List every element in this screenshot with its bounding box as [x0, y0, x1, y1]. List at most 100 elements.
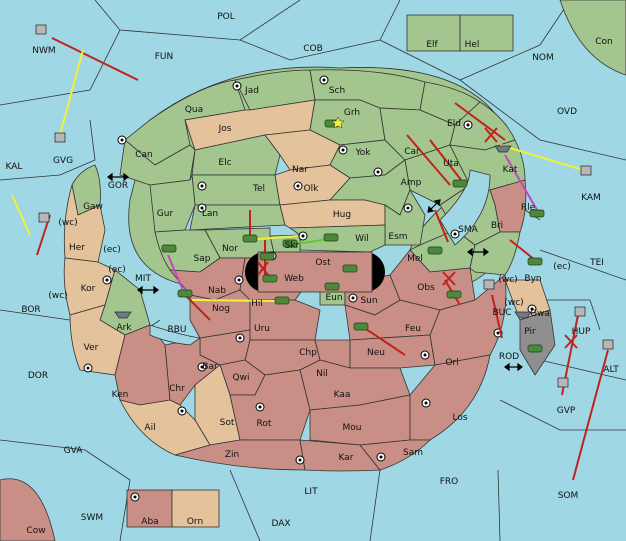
region-Elc[interactable] — [191, 134, 281, 176]
province-label: Sot — [220, 418, 235, 428]
passage-arrows — [107, 172, 523, 372]
province-label: Kaa — [334, 390, 351, 400]
fleet-unit — [574, 306, 586, 317]
province-label: Aba — [141, 517, 158, 527]
sea-label: MIT — [135, 274, 151, 284]
army-unit — [324, 282, 340, 291]
province-label: Elc — [218, 158, 231, 168]
sea-label: GVG — [53, 156, 73, 166]
province-label: Mou — [343, 423, 362, 433]
province-label: Jad — [244, 86, 259, 96]
province-label: Uru — [254, 324, 270, 334]
army-unit — [282, 239, 298, 248]
province-label: Rle — [521, 203, 536, 213]
sea-label: BOR — [21, 305, 40, 315]
province-label: Hil — [251, 299, 263, 309]
province-label: Car — [404, 147, 420, 157]
sea-label: LIT — [304, 487, 318, 497]
region-Neu[interactable] — [349, 334, 436, 369]
coast-label: (ec) — [553, 262, 571, 272]
region-Sam[interactable] — [359, 439, 431, 471]
province-label: Ark — [116, 323, 132, 333]
move-order — [429, 139, 466, 186]
sea-label: OVD — [557, 107, 577, 117]
province-label: Bri — [491, 221, 503, 231]
province-label: Eun — [325, 293, 342, 303]
province-label: Neu — [367, 348, 385, 358]
province-label: Qwi — [233, 373, 250, 383]
army-unit — [177, 289, 193, 298]
fleet-unit — [38, 212, 50, 223]
support-order — [499, 144, 584, 171]
province-label: Grh — [344, 108, 360, 118]
sea-labels: POLCOBFUNNWMNOMConGVGKALOVDGORKAMGawBORM… — [6, 12, 620, 536]
province-label: Feu — [405, 324, 421, 334]
province-label: Kar — [339, 453, 354, 463]
sea-label: KAM — [581, 193, 601, 203]
province-label: Nog — [212, 304, 230, 314]
province-label: Mel — [407, 254, 423, 264]
fleet-unit — [514, 311, 532, 319]
coast-label: (wc) — [498, 275, 517, 285]
support-order — [11, 194, 31, 236]
region-Tel[interactable] — [191, 174, 281, 206]
province-label: Bar — [202, 362, 218, 372]
army-unit — [527, 257, 543, 266]
province-label: Ken — [112, 390, 129, 400]
region-Pir[interactable] — [519, 309, 556, 376]
province-label: Chp — [299, 348, 317, 358]
army-unit — [452, 179, 468, 188]
move-order — [491, 294, 503, 339]
sea-label: SWM — [81, 513, 103, 523]
province-label: Sch — [329, 86, 345, 96]
sea-label: GOR — [108, 181, 128, 191]
region-Ver[interactable] — [69, 304, 126, 376]
sea-label: GVA — [64, 446, 84, 456]
province-label: Sap — [194, 254, 211, 264]
region-Hel[interactable] — [459, 14, 514, 52]
province-label: Esm — [388, 232, 407, 242]
sea-label: Con — [595, 37, 613, 47]
province-label: Amp — [401, 178, 422, 188]
support-order — [59, 49, 84, 136]
channel-SMA — [439, 169, 491, 246]
central-lake — [245, 251, 385, 293]
sea-label: SOM — [558, 491, 579, 501]
province-label: Gwa — [530, 309, 550, 319]
sea-label: ALT — [603, 365, 619, 375]
move-order — [509, 239, 536, 261]
sea-label: HUP — [572, 327, 591, 337]
army-unit — [342, 264, 358, 273]
army-unit — [161, 244, 177, 253]
region-Byn[interactable] — [469, 231, 521, 276]
move-order — [51, 37, 139, 81]
army-unit — [259, 252, 275, 261]
province-label: Ver — [84, 343, 99, 353]
province-label: Rot — [257, 419, 272, 429]
province-label: Jos — [218, 124, 232, 134]
region-Ail[interactable] — [119, 399, 211, 456]
sea-label: NOM — [532, 53, 554, 63]
move-order — [434, 209, 449, 243]
convoy-order — [504, 154, 541, 216]
army-unit — [274, 296, 290, 305]
sea-label: DOR — [28, 371, 48, 381]
region-Elf[interactable] — [406, 14, 461, 52]
province-label: Qua — [185, 105, 203, 115]
region-Orn[interactable] — [171, 489, 220, 528]
army-unit — [323, 233, 339, 242]
province-label: Her — [69, 243, 85, 253]
province-label: Sun — [360, 296, 377, 306]
support-order — [191, 299, 276, 302]
province-label: Olk — [304, 184, 320, 194]
coast-label: (ec) — [108, 265, 126, 275]
coast-label: (wc) — [504, 298, 523, 308]
fleet-unit — [54, 132, 66, 143]
coast-labels: (wc)(ec)(ec)(wc)(wc)(ec)(wc) — [48, 218, 570, 308]
build-star-icon — [331, 116, 345, 129]
province-label: Los — [452, 413, 467, 423]
region-Her[interactable] — [63, 184, 106, 263]
province-label: Nar — [292, 165, 308, 175]
move-order — [406, 134, 451, 186]
